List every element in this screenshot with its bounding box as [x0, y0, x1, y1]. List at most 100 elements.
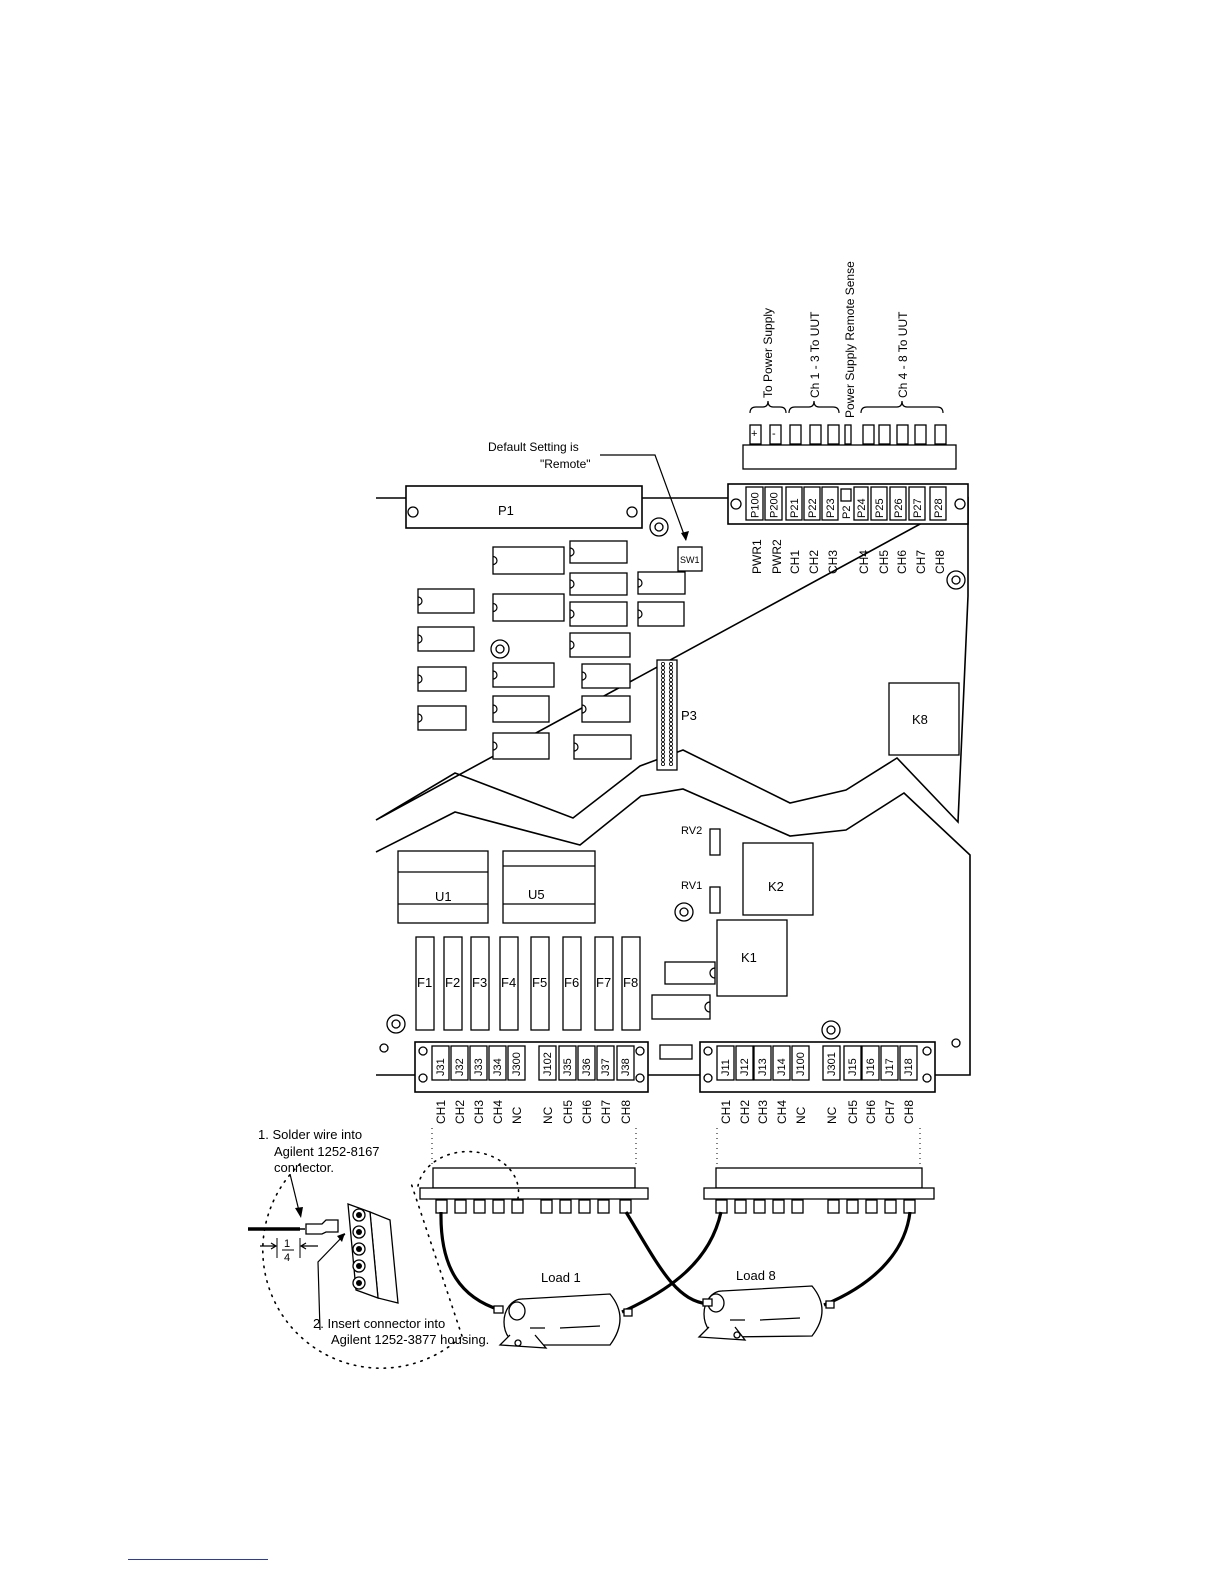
p3-pin	[669, 678, 674, 683]
pin-j37	[596, 1045, 615, 1081]
pin-label: J37	[600, 1058, 612, 1076]
p1-connector	[405, 485, 643, 529]
p3-pin	[661, 738, 666, 743]
rv2-trimmer	[709, 828, 721, 856]
fuse-label: F4	[501, 975, 516, 990]
right-terminal-block: J11CH1J12CH2J13CH3J14CH4J100NCJ301NCJ15C…	[699, 1041, 936, 1166]
fuse-f3	[470, 936, 490, 1031]
housing-hole-core	[356, 1263, 362, 1269]
top-terminal-hole-left	[730, 498, 742, 510]
pin-label: J35	[562, 1058, 574, 1076]
housing-hole-core	[356, 1246, 362, 1252]
fuse-f1	[415, 936, 435, 1031]
fuse-f5	[530, 936, 550, 1031]
p3-pin	[661, 662, 666, 667]
ch4-8-label: Ch 4 - 8 To UUT	[896, 311, 910, 398]
top-pin-label: P26	[893, 498, 905, 518]
p3-pin	[661, 730, 666, 735]
ic-chip	[492, 662, 555, 688]
pin-j32	[450, 1045, 469, 1081]
p1-hole-right	[626, 506, 638, 518]
fuse-label: F2	[445, 975, 460, 990]
p3-pin	[669, 670, 674, 675]
plug-pin	[511, 1199, 524, 1214]
plug-pin	[846, 1199, 859, 1214]
fuse-label: F5	[532, 975, 547, 990]
p3-pin	[661, 718, 666, 723]
default-setting-leader	[600, 454, 687, 541]
load-8-resistor	[697, 1285, 835, 1341]
pin-label: J18	[903, 1058, 915, 1076]
top-pin-p26	[889, 486, 907, 521]
pin-j16	[861, 1045, 880, 1081]
u1-label: U1	[435, 889, 452, 904]
brace-power	[749, 400, 787, 414]
p3-pin	[661, 706, 666, 711]
p3-pin	[669, 746, 674, 751]
fuse-label: F1	[417, 975, 432, 990]
p3-pin	[669, 762, 674, 767]
plug-pin	[791, 1199, 804, 1214]
p3-pin	[669, 722, 674, 727]
pin-channel-label: CH2	[738, 1100, 752, 1124]
p3-pin	[669, 714, 674, 719]
p3-pin	[669, 758, 674, 763]
k1-relay	[716, 919, 788, 997]
pin-channel-label: CH7	[883, 1100, 897, 1124]
k2-label: K2	[768, 879, 784, 894]
mount-hole-2	[490, 639, 510, 659]
sw1-label: SW1	[680, 555, 700, 565]
step2-line2: Agilent 1252-3877 housing.	[331, 1332, 489, 1347]
pin-j18	[899, 1045, 918, 1081]
ic-lower-2	[651, 994, 711, 1020]
p3-pin	[661, 690, 666, 695]
pin-label: J32	[454, 1058, 466, 1076]
step1-line3: connector.	[274, 1160, 334, 1175]
top-terminal-label: CH3	[826, 550, 840, 574]
top-terminal-label: CH6	[895, 550, 909, 574]
top-plug-pin	[844, 424, 852, 445]
pin-channel-label: NC	[510, 1106, 524, 1124]
top-pin-p25	[870, 486, 888, 521]
pin-channel-label: CH3	[756, 1100, 770, 1124]
top-pin-p22	[803, 486, 821, 521]
p3-header	[656, 659, 678, 771]
pin-j14	[772, 1045, 791, 1081]
p3-pin	[669, 738, 674, 743]
default-setting-line2: "Remote"	[540, 457, 591, 471]
p3-pin	[661, 678, 666, 683]
ch1-3-label: Ch 1 - 3 To UUT	[808, 311, 822, 398]
plug-pin	[454, 1199, 467, 1214]
top-terminal-label: PWR1	[750, 539, 764, 574]
k8-relay	[888, 682, 960, 756]
pin-j17	[880, 1045, 899, 1081]
ic-chip	[569, 632, 631, 658]
pin-label: J300	[511, 1052, 523, 1076]
left-terminal-block: J31CH1J32CH2J33CH3J34CH4J300NCJ102NCJ35C…	[414, 1041, 649, 1166]
pin-channel-label: CH6	[580, 1100, 594, 1124]
dim-fraction-num: 1	[284, 1238, 290, 1250]
step1-line1: 1. Solder wire into	[258, 1127, 362, 1142]
k8-label: K8	[912, 712, 928, 727]
minus-sign: -	[772, 428, 776, 440]
top-pin-p21	[785, 486, 803, 521]
mount-hole-1	[649, 517, 669, 537]
plug-pin	[597, 1199, 610, 1214]
p3-pin	[661, 670, 666, 675]
housing-hole-core	[356, 1212, 362, 1218]
top-plug-pins	[749, 424, 947, 445]
top-plug-pin	[827, 424, 840, 445]
wire-load1-b	[621, 1211, 723, 1314]
plug-pin	[734, 1199, 747, 1214]
wire-load8-b	[823, 1211, 912, 1307]
pin-label: J34	[492, 1058, 504, 1076]
step2-line1: 2. Insert connector into	[313, 1316, 445, 1331]
small-component	[659, 1044, 693, 1060]
u5-regulator	[502, 850, 596, 924]
load-1-resistor	[493, 1293, 633, 1349]
p1-hole-left	[407, 506, 419, 518]
top-plug-pin	[896, 424, 909, 445]
default-setting-line1: Default Setting is	[488, 440, 579, 454]
